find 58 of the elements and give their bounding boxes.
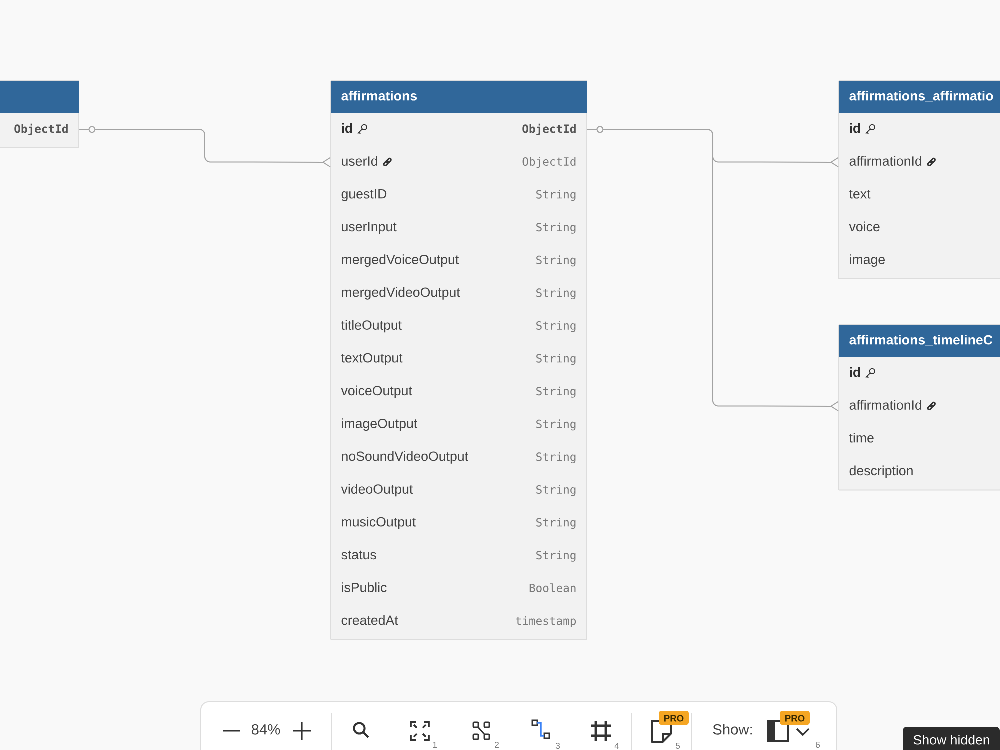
column-name: textOutput [341, 353, 403, 366]
shortcut-number: 6 [816, 742, 820, 748]
data-type: String [536, 288, 576, 300]
data-type: String [536, 190, 576, 202]
shortcut-number: 5 [676, 743, 680, 750]
shortcut-number: 3 [556, 742, 560, 750]
shortcut-number: 1 [433, 742, 437, 748]
tooltip: Show hidden [903, 727, 1000, 750]
relationship-line [79, 126, 332, 168]
shortcut-number: 2 [495, 742, 499, 748]
data-type: ObjectId [522, 157, 576, 168]
data-type: String [536, 452, 576, 464]
column-name: mergedVideoOutput [342, 287, 460, 300]
data-type: ObjectId [14, 124, 68, 136]
column-name: userInput [342, 222, 397, 234]
zoom-level: 84% [252, 724, 280, 735]
table-header: affirmations_timelineC [839, 325, 1000, 357]
column-name: affirmationId [850, 400, 922, 410]
column-name: image [850, 254, 885, 268]
column-name: imageOutput [342, 418, 418, 432]
shortcut-number: 4 [614, 743, 620, 749]
column-name: affirmationId [850, 156, 922, 166]
column-name: guestID [342, 190, 387, 202]
data-type: String [536, 222, 576, 234]
pro-badge: PRO [659, 711, 689, 725]
data-type: String [536, 420, 576, 431]
column-name: isPublic [342, 582, 387, 592]
column-name: musicOutput [342, 517, 416, 530]
column-name: voice [849, 222, 880, 232]
relationship-line [587, 126, 840, 412]
data-type: String [536, 386, 576, 398]
data-type: String [536, 256, 576, 267]
column-name: noSoundVideoOutput [342, 451, 468, 464]
column-name: description [850, 466, 913, 478]
data-type: String [536, 354, 576, 366]
data-type: timestamp [516, 616, 576, 628]
pro-badge: PRO [780, 711, 810, 725]
data-type: String [536, 321, 576, 332]
data-type: Boolean [530, 584, 576, 592]
column-name: titleOutput [341, 320, 402, 333]
column-name: voiceOutput [341, 386, 412, 398]
data-type: ObjectId [522, 124, 576, 136]
column-name: time [849, 433, 874, 443]
column-name: id [850, 123, 860, 134]
column-name: mergedVoiceOutput [342, 254, 460, 268]
data-type: String [536, 485, 576, 496]
table-header: affirmations [331, 81, 587, 113]
column-name: createdAt [342, 615, 398, 626]
column-name: text [849, 190, 871, 199]
column-name: id [342, 123, 352, 134]
data-type: String [536, 518, 576, 530]
data-type: String [536, 550, 576, 562]
column-name: id [850, 367, 860, 378]
column-name: userId [342, 156, 378, 166]
column-name: videoOutput [341, 484, 414, 497]
toolbar-label: Show: [713, 724, 752, 735]
column-name: status [342, 550, 376, 560]
table-header: affirmations_affirmatio [839, 81, 1000, 113]
